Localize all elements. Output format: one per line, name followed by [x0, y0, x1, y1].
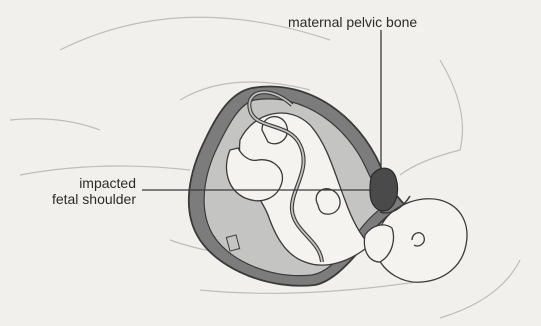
fetus-arm [316, 189, 340, 214]
impacted-shoulder-label-line2: fetal shoulder [52, 191, 136, 207]
maternal-lower-curve [20, 166, 190, 175]
pelvic-bone-label: maternal pelvic bone [288, 14, 417, 30]
impacted-shoulder-label-line1: impacted [52, 175, 136, 191]
pelvic-bone [370, 168, 398, 211]
maternal-side-curve [10, 119, 100, 130]
impacted-shoulder-label: impacted fetal shoulder [52, 175, 136, 207]
maternal-thigh-curve [400, 60, 463, 175]
